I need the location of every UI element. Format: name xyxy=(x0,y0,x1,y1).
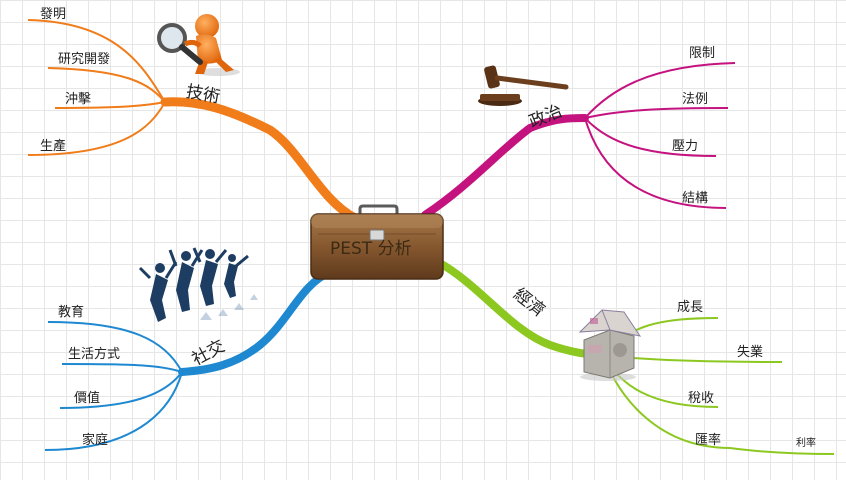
technology-item-2: 研究開發 xyxy=(58,52,110,67)
economy-sub-item: 利率 xyxy=(796,436,816,449)
gavel-icon xyxy=(478,65,566,106)
social-item-2: 生活方式 xyxy=(68,346,120,362)
center-label: PEST 分析 xyxy=(330,239,412,259)
politics-item-4: 結構 xyxy=(682,191,708,206)
social-item-3: 價值 xyxy=(74,390,100,406)
social-item-4: 家庭 xyxy=(82,432,108,448)
money-house-icon xyxy=(580,310,640,381)
branch-politics-line-2 xyxy=(585,108,728,118)
economy-item-4: 匯率 xyxy=(695,432,721,448)
branch-social-line-4 xyxy=(45,372,182,450)
branch-politics-main-line xyxy=(425,118,585,215)
politics-item-2: 法例 xyxy=(682,92,708,107)
branch-social-line-2 xyxy=(62,364,182,372)
economy-item-1: 成長 xyxy=(677,300,703,315)
social-item-1: 教育 xyxy=(58,304,84,320)
branch-social: 教育 生活方式 價值 家庭 社交 xyxy=(45,248,330,450)
magnifier-figure-icon xyxy=(159,14,240,76)
economy-item-3: 稅收 xyxy=(688,391,714,406)
branch-technology-main-line xyxy=(165,102,355,218)
economy-label: 經濟 xyxy=(509,284,548,321)
people-silhouette-icon xyxy=(140,248,258,322)
technology-item-4: 生產 xyxy=(40,138,66,154)
politics-item-3: 壓力 xyxy=(672,139,698,154)
branch-technology: 發明 研究開發 沖擊 生產 技術 xyxy=(28,7,355,218)
branch-politics: 限制 法例 壓力 結構 政治 xyxy=(425,46,735,215)
branch-economy-line-5 xyxy=(730,448,834,454)
branch-economy: 成長 失業 稅收 匯率 利率 經濟 xyxy=(438,262,834,454)
center-node: PEST 分析 xyxy=(311,206,443,279)
technology-item-1: 發明 xyxy=(40,7,66,22)
politics-label: 政治 xyxy=(526,101,565,132)
politics-item-1: 限制 xyxy=(689,46,715,61)
technology-item-3: 沖擊 xyxy=(65,91,91,107)
economy-item-2: 失業 xyxy=(737,344,763,360)
